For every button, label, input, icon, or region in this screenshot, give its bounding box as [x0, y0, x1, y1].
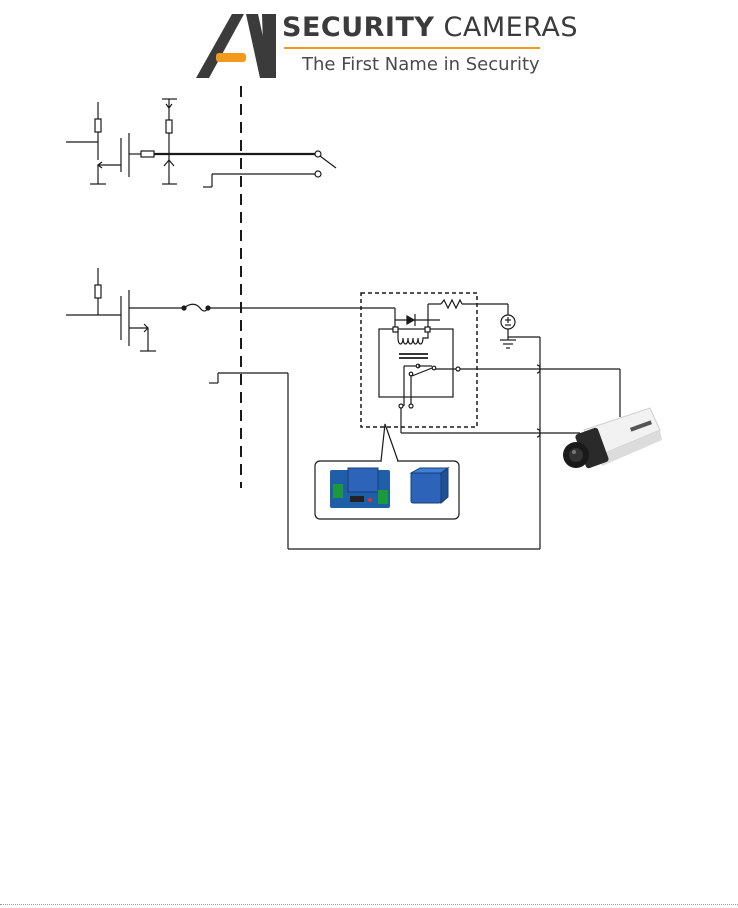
page-bottom-border: [0, 904, 738, 905]
relay-board-photo: [330, 468, 390, 508]
relay-module: [361, 293, 620, 437]
upper-output-circuit: [66, 99, 336, 187]
pullup-resistor-2: [95, 285, 101, 298]
brand-name: SECURITY CAMERAS: [282, 12, 578, 43]
brand-tagline: The First Name in Security: [302, 54, 540, 75]
lower-output-circuit: [66, 268, 540, 549]
relay-module-enclosure: [361, 293, 477, 427]
brand-light-word: CAMERAS: [444, 12, 578, 43]
dc-power-source: [500, 315, 540, 348]
relay-coil: [398, 332, 428, 344]
flyback-diode: [407, 316, 414, 324]
relay-photo-callout: [315, 424, 459, 519]
ip-camera: [563, 408, 662, 469]
relay-cube-photo: [411, 468, 448, 503]
relay-coil-box: [379, 329, 453, 397]
brand-underline: [284, 47, 540, 49]
fuse-symbol: [184, 304, 208, 311]
brand-logo: SECURITY CAMERAS The First Name in Secur…: [190, 8, 550, 82]
series-resistor: [441, 300, 462, 308]
base-resistor: [141, 151, 154, 157]
brand-bold-word: SECURITY: [282, 12, 434, 43]
pullup-resistor: [95, 119, 101, 132]
supply-resistor: [166, 120, 172, 133]
